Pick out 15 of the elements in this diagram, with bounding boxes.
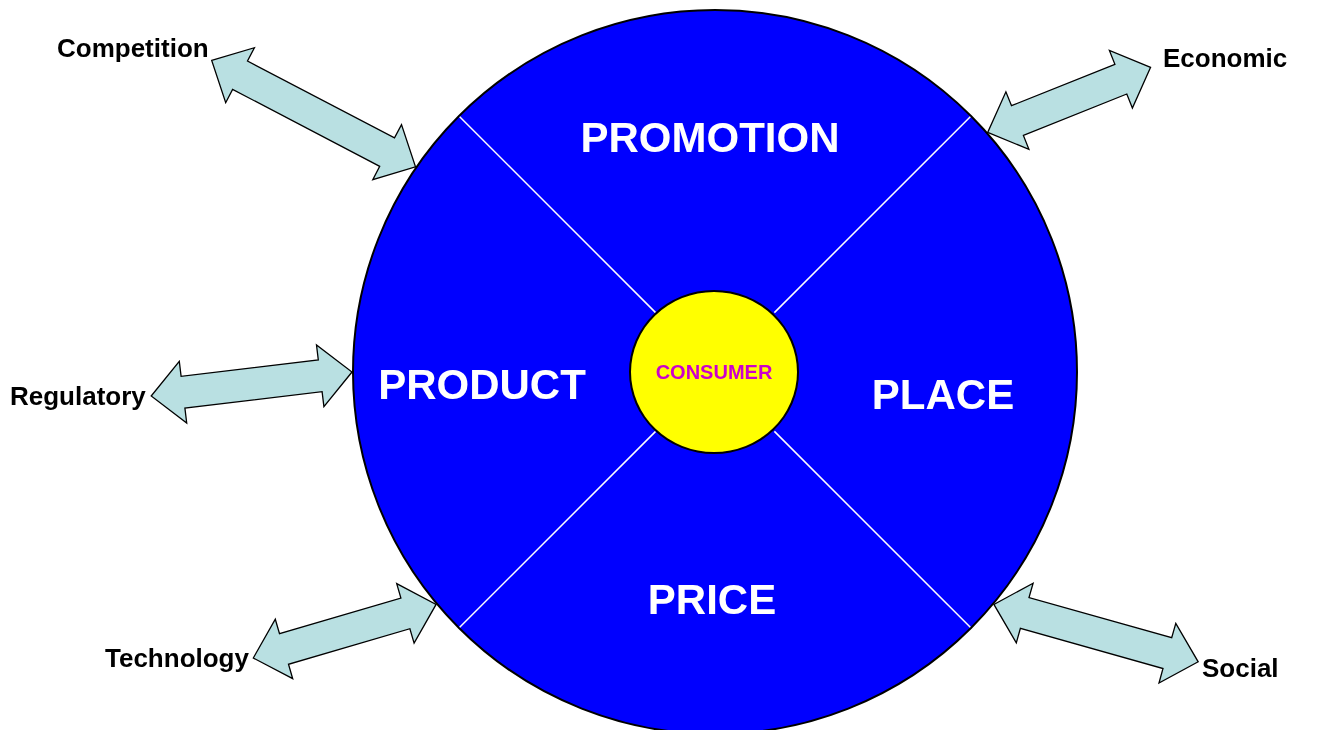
double-arrow [993,581,1200,685]
sector-label: PRODUCT [378,361,586,409]
factor-label: Competition [57,32,209,64]
double-arrow [252,582,437,680]
double-arrow [986,49,1152,151]
double-arrow [210,46,417,181]
sector-label: PLACE [871,371,1015,419]
factor-label: Social [1202,652,1279,684]
sector-label: PROMOTION [580,114,840,162]
sector-label: PRICE [647,576,777,624]
factor-label: Regulatory [10,380,146,412]
factor-label: Technology [105,642,249,674]
factor-label: Economic [1163,42,1288,74]
consumer-circle: CONSUMER [629,290,799,454]
double-arrow [150,343,353,425]
